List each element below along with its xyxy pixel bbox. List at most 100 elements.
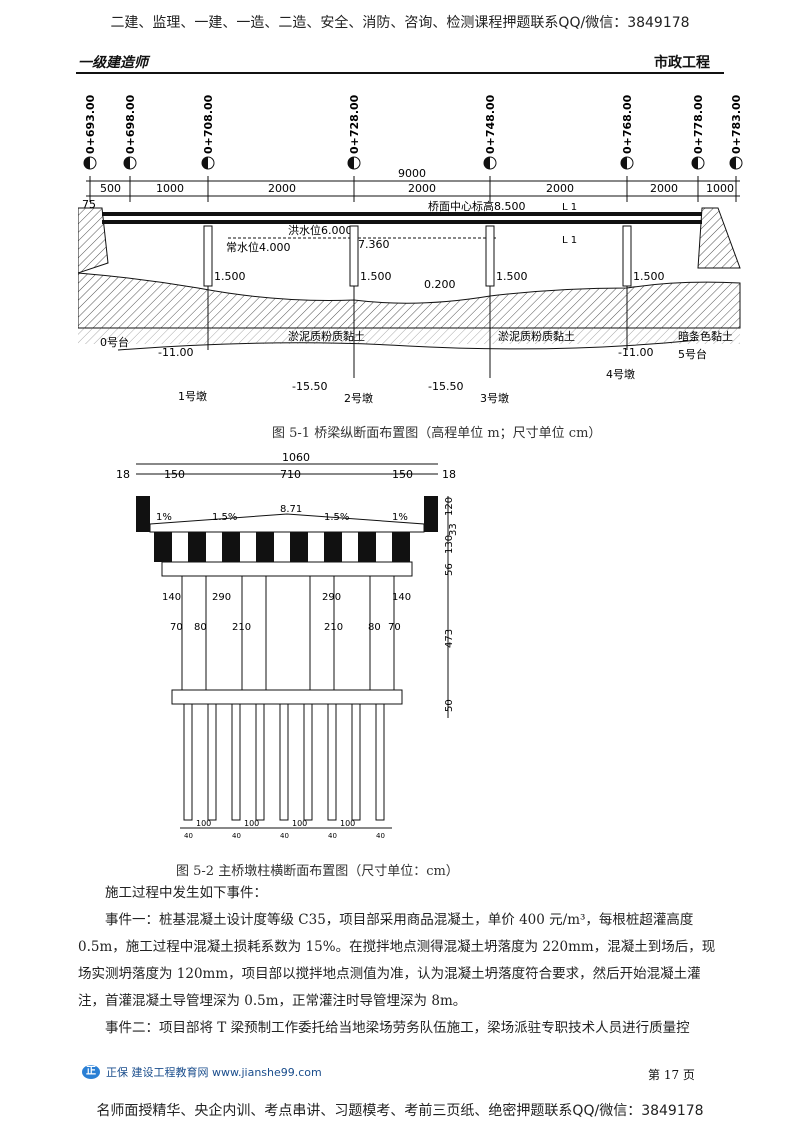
pile-tip-1: -11.00 — [158, 346, 193, 359]
pile-tip-2: -15.50 — [292, 380, 327, 393]
dark-clay-layer: 暗条色黏土 — [678, 329, 733, 343]
slope-left-1pct: 1% — [156, 512, 172, 523]
bridge-center-elevation: 桥面中心标高8.500 — [428, 199, 526, 213]
abutment-0-label: 0号台 — [100, 335, 129, 349]
slope-right-15pct: 1.5% — [324, 512, 349, 523]
intro-text: 施工过程中发生如下事件： — [105, 885, 267, 901]
pier-elev-1: 1.500 — [214, 270, 246, 283]
span-1: 1000 — [156, 182, 184, 195]
footer-logo: 正 正保 建设工程教育网 www.jianshe99.com — [82, 1064, 322, 1080]
dim-210-left: 210 — [232, 622, 251, 633]
pile-dia-5: 40 — [376, 832, 385, 840]
beam-label-1: L 1 — [562, 202, 577, 213]
h-33: 33 — [448, 523, 459, 536]
pier-elev-2: 1.500 — [360, 270, 392, 283]
flood-level: 洪水位6.000 — [288, 223, 353, 237]
edge-left: 18 — [116, 468, 130, 481]
svg-text:0+708.00: 0+708.00 — [202, 94, 215, 154]
total-width-label: 1060 — [282, 451, 310, 464]
beam-label-2: L 1 — [562, 235, 577, 246]
svg-text:0+778.00: 0+778.00 — [692, 94, 705, 154]
dim-70-left: 70 — [170, 622, 183, 633]
span-6: 1000 — [706, 182, 734, 195]
dim-140-right: 140 — [392, 592, 411, 603]
pier-4-label: 4号墩 — [606, 367, 635, 381]
soil-layer-1: 淤泥质粉质黏土 — [288, 329, 365, 343]
header-left-title: 一级建造师 — [78, 55, 148, 71]
pier-elev-4: 1.500 — [633, 270, 665, 283]
pile-tip-3: -15.50 — [428, 380, 463, 393]
pile-spacing-4: 100 — [340, 819, 355, 828]
figure-1-caption: 图 5-1 桥梁纵断面布置图（高程单位 m；尺寸单位 cm） — [272, 426, 602, 441]
svg-text:0+768.00: 0+768.00 — [621, 94, 634, 154]
slope-left-15pct: 1.5% — [212, 512, 237, 523]
span-2: 2000 — [268, 182, 296, 195]
width-150-right: 150 — [392, 468, 413, 481]
station-6: 0+778.00 — [691, 94, 705, 170]
pier-2-label: 2号墩 — [344, 391, 373, 405]
station-5: 0+768.00 — [620, 94, 634, 170]
pier-3-label: 3号墩 — [480, 391, 509, 405]
svg-text:0+748.00: 0+748.00 — [484, 94, 497, 154]
slope-right-1pct: 1% — [392, 512, 408, 523]
svg-text:0+693.00: 0+693.00 — [84, 94, 97, 154]
dim-290-right: 290 — [322, 592, 341, 603]
header-right-title: 市政工程 — [654, 55, 710, 71]
t-girders — [154, 532, 410, 562]
pile-spacing-2: 100 — [244, 819, 259, 828]
normal-water-level: 常水位4.000 — [226, 240, 291, 254]
abutment-5 — [697, 207, 741, 269]
pile-spacing-3: 100 — [292, 819, 307, 828]
h-50: 50 — [444, 699, 455, 712]
svg-text:0+728.00: 0+728.00 — [348, 94, 361, 154]
abutment-5-label: 5号台 — [678, 347, 707, 361]
paragraph-event-1: 事件一：桩基混凝土设计度等级 C35，项目部采用商品混凝土，单价 400 元/m… — [78, 912, 716, 1009]
cross-piles — [183, 703, 385, 821]
figure-cross-section: 1060 18 18 150 710 150 1% 1.5% 8.71 1.5%… — [116, 451, 459, 840]
pile-cap — [171, 689, 403, 705]
span-4: 2000 — [546, 182, 574, 195]
soil-boundary — [117, 339, 699, 351]
pile-dia-2: 40 — [232, 832, 241, 840]
top-banner: 二建、监理、一建、一造、二造、安全、消防、咨询、检测课程押题联系QQ/微信：38… — [110, 15, 690, 31]
pile-spacing-1: 100 — [196, 819, 211, 828]
pier-1-label: 1号墩 — [178, 389, 207, 403]
edge-right: 18 — [442, 468, 456, 481]
dim-290-left: 290 — [212, 592, 231, 603]
page-number: 第 17 页 — [648, 1068, 695, 1082]
total-span-label: 9000 — [398, 167, 426, 180]
pile-dia-1: 40 — [184, 832, 193, 840]
abutment-0 — [78, 207, 109, 274]
ground-profile — [78, 272, 741, 329]
paragraph-event-2: 事件二：项目部将 T 梁预制工作委托给当地梁场劳务队伍施工，梁场派驻专职技术人员… — [105, 1020, 690, 1036]
station-markers: 0+693.00 0+698.00 0+708.00 0+728.00 0+74… — [83, 94, 743, 170]
columns — [181, 575, 395, 691]
crown-elevation: 8.71 — [280, 504, 302, 515]
svg-text:0+783.00: 0+783.00 — [730, 94, 743, 154]
footer-logo-text: 正保 建设工程教育网 www.jianshe99.com — [106, 1066, 322, 1079]
pile-dia-4: 40 — [328, 832, 337, 840]
parapet-left — [136, 496, 150, 532]
h-56: 56 — [444, 563, 455, 576]
station-2: 0+708.00 — [201, 94, 215, 170]
header-rule — [76, 72, 724, 74]
parapet-right — [424, 496, 438, 532]
soil-layer-2: 淤泥质粉质黏土 — [498, 329, 575, 343]
deck-slab — [149, 513, 425, 533]
piles — [207, 286, 628, 378]
figure-2-caption: 图 5-2 主桥墩柱横断面布置图（尺寸单位：cm） — [176, 864, 459, 879]
h-130: 130 — [444, 535, 455, 554]
station-0: 0+693.00 — [83, 94, 97, 170]
span-5: 2000 — [650, 182, 678, 195]
riverbed-elev: 0.200 — [424, 278, 456, 291]
station-4: 0+748.00 — [483, 94, 497, 170]
dim-80-left: 80 — [194, 622, 207, 633]
span-3: 2000 — [408, 182, 436, 195]
svg-text:0+698.00: 0+698.00 — [124, 94, 137, 154]
station-1: 0+698.00 — [123, 94, 137, 170]
span-0: 500 — [100, 182, 121, 195]
figure-longitudinal-section: 0+693.00 0+698.00 0+708.00 0+728.00 0+74… — [78, 94, 743, 405]
pile-tip-4: -11.00 — [618, 346, 653, 359]
width-710: 710 — [280, 468, 301, 481]
logo-mark-icon: 正 — [82, 1065, 100, 1079]
